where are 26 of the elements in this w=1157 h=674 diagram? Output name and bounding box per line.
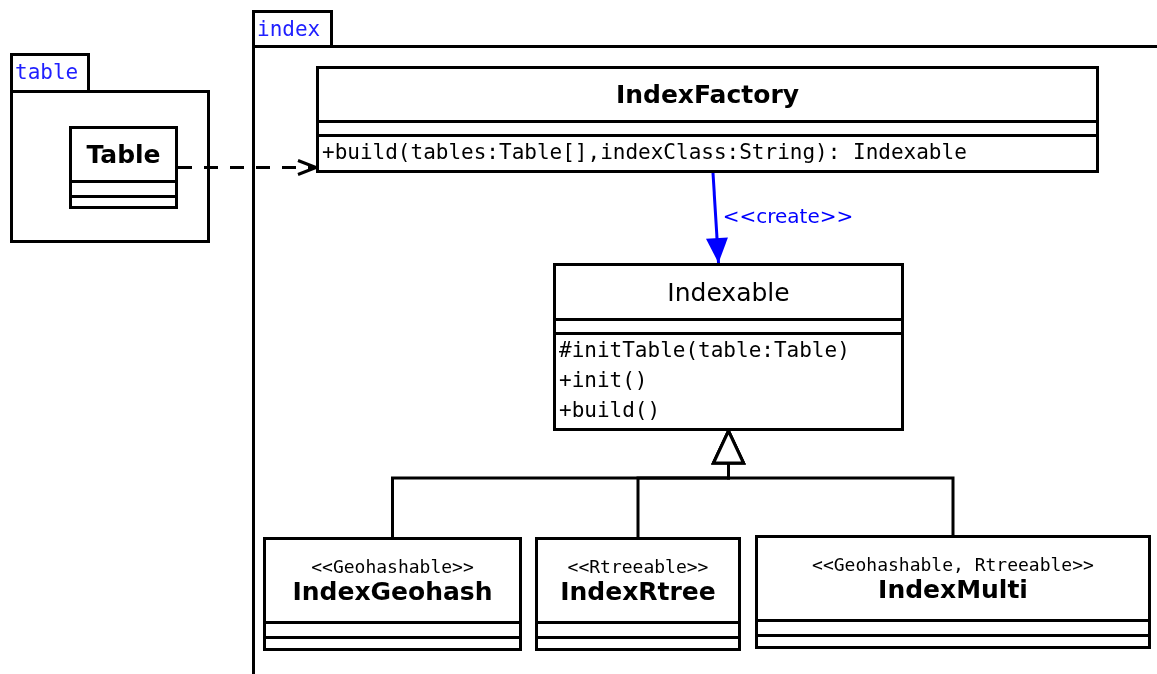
arrow: [712, 429, 955, 535]
package-frame: [252, 45, 1157, 674]
arrow: [706, 172, 728, 264]
class-box: [263, 537, 522, 651]
package-tab: table: [10, 53, 90, 93]
class-box: [69, 126, 178, 209]
package-tab: index: [252, 10, 333, 48]
operation: +init(): [558, 367, 649, 394]
class-name: IndexRtree: [560, 576, 716, 606]
class-name: IndexMulti: [878, 574, 1028, 604]
arrow: [178, 159, 318, 176]
class-name: Indexable: [667, 277, 790, 307]
operation: +build(): [558, 397, 662, 424]
class-box: [316, 66, 1099, 173]
class-box: [755, 535, 1151, 649]
stereotype: <<Geohashable>>: [311, 555, 474, 577]
operation: #initTable(table:Table): [558, 337, 851, 364]
class-name: IndexGeohash: [292, 576, 493, 606]
package-frame: [10, 90, 210, 243]
class-box: [553, 263, 904, 431]
class-name: Table: [86, 140, 161, 169]
class-name: IndexFactory: [615, 80, 800, 109]
class-box: [535, 537, 741, 651]
stereotype: <<Rtreeable>>: [567, 555, 709, 577]
stereotype: <<Geohashable, Rtreeable>>: [812, 553, 1094, 575]
operation: +build(tables:Table[],indexClass:String): Indexable: [321, 139, 968, 166]
